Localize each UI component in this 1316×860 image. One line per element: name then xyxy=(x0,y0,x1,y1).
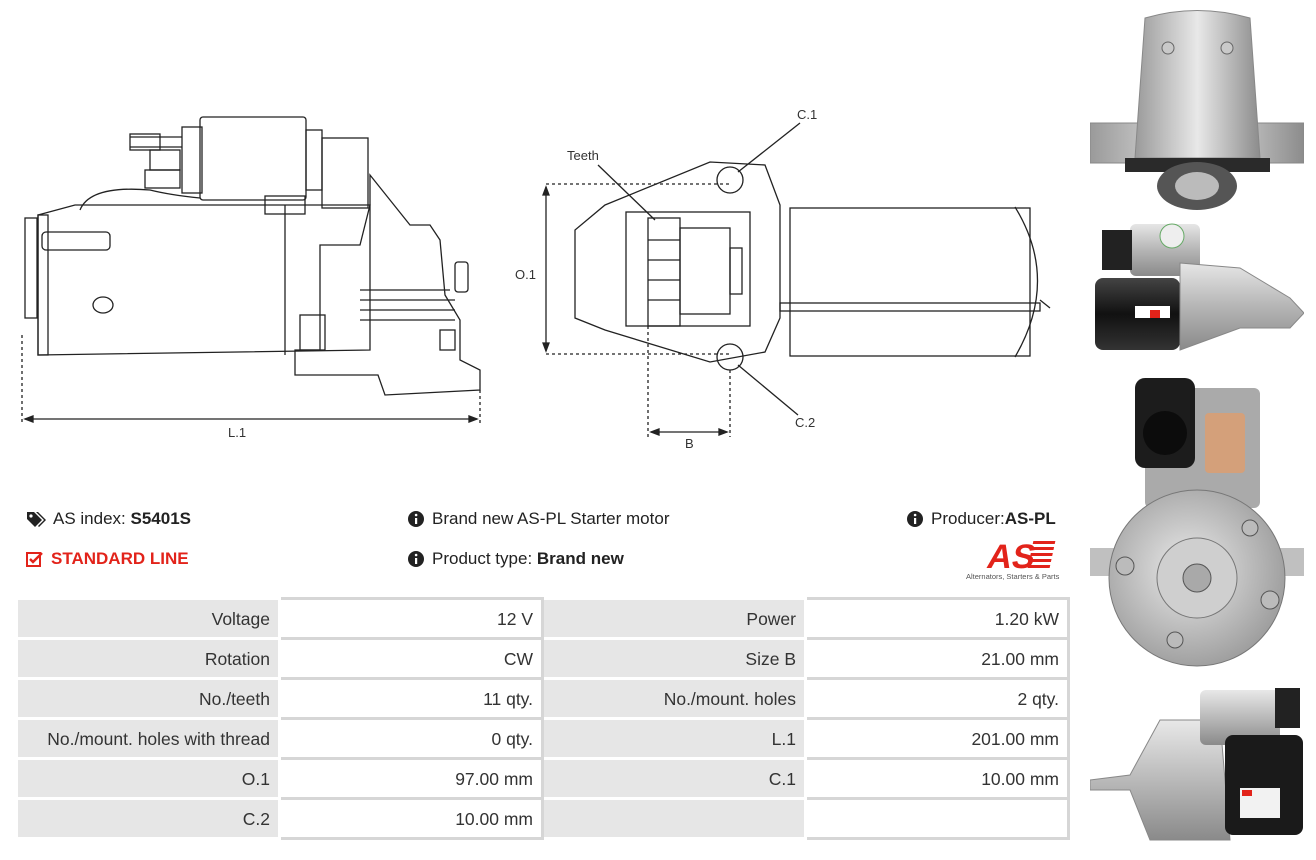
tags-icon xyxy=(26,511,46,527)
info-circle-icon xyxy=(407,550,425,568)
side-view-drawing xyxy=(21,116,481,425)
producer: Producer: AS-PL xyxy=(906,509,1056,529)
product-type-value: Brand new xyxy=(536,549,624,568)
spec-key: No./mount. holes with thread xyxy=(15,717,281,760)
c1-label: C.1 xyxy=(797,107,817,122)
standard-line: STANDARD LINE xyxy=(26,549,189,569)
front-view-drawing xyxy=(542,122,1051,437)
info-circle-icon xyxy=(407,510,425,528)
spec-value: 0 qty. xyxy=(278,717,544,760)
product-type-label: Product type: xyxy=(432,549,533,568)
spec-value: 11 qty. xyxy=(278,677,544,720)
spec-key: Size B xyxy=(541,637,807,680)
standard-line-label: STANDARD LINE xyxy=(51,549,189,568)
spec-value xyxy=(804,797,1070,840)
spec-key xyxy=(541,797,807,840)
b-dimension-label: B xyxy=(685,436,694,451)
spec-key: C.2 xyxy=(15,797,281,840)
spec-value: 97.00 mm xyxy=(278,757,544,800)
spec-key: L.1 xyxy=(541,717,807,760)
spec-key: No./teeth xyxy=(15,677,281,720)
spec-value: 2 qty. xyxy=(804,677,1070,720)
spec-key: Power xyxy=(541,597,807,640)
spec-key: Rotation xyxy=(15,637,281,680)
spec-value: 12 V xyxy=(278,597,544,640)
spec-value: CW xyxy=(278,637,544,680)
check-square-icon xyxy=(26,551,44,567)
spec-value: 21.00 mm xyxy=(804,637,1070,680)
spec-value: 10.00 mm xyxy=(278,797,544,840)
as-index: AS index: S5401S xyxy=(26,509,191,529)
as-pl-logo: AS xyxy=(984,538,1056,576)
spec-key: O.1 xyxy=(15,757,281,800)
spec-value: 1.20 kW xyxy=(804,597,1070,640)
as-index-label: AS index: xyxy=(53,509,126,528)
o1-label: O.1 xyxy=(515,267,536,282)
product-description: Brand new AS-PL Starter motor xyxy=(407,509,669,529)
spec-key: C.1 xyxy=(541,757,807,800)
info-circle-icon xyxy=(906,510,924,528)
product-photo-side-2 xyxy=(1090,688,1303,841)
producer-label: Producer: xyxy=(931,509,1005,528)
product-photo-top xyxy=(1090,10,1304,210)
teeth-label: Teeth xyxy=(567,148,599,163)
spec-value: 10.00 mm xyxy=(804,757,1070,800)
producer-value: AS-PL xyxy=(1004,509,1056,528)
l1-dimension-label: L.1 xyxy=(228,425,246,440)
product-photo-side xyxy=(1095,223,1304,351)
as-index-value: S5401S xyxy=(130,509,192,528)
product-description-text: Brand new AS-PL Starter motor xyxy=(432,509,670,528)
spec-value: 201.00 mm xyxy=(804,717,1070,760)
product-type: Product type: Brand new xyxy=(407,549,624,569)
spec-key: No./mount. holes xyxy=(541,677,807,720)
spec-key: Voltage xyxy=(15,597,281,640)
logo-tagline: Alternators, Starters & Parts xyxy=(966,572,1060,581)
logo-text: AS xyxy=(984,538,1039,576)
c2-label: C.2 xyxy=(795,415,815,430)
product-photo-rear xyxy=(1090,378,1304,667)
technical-drawing: L.1 Teeth C.1 C.2 O.1 B xyxy=(21,107,1051,451)
